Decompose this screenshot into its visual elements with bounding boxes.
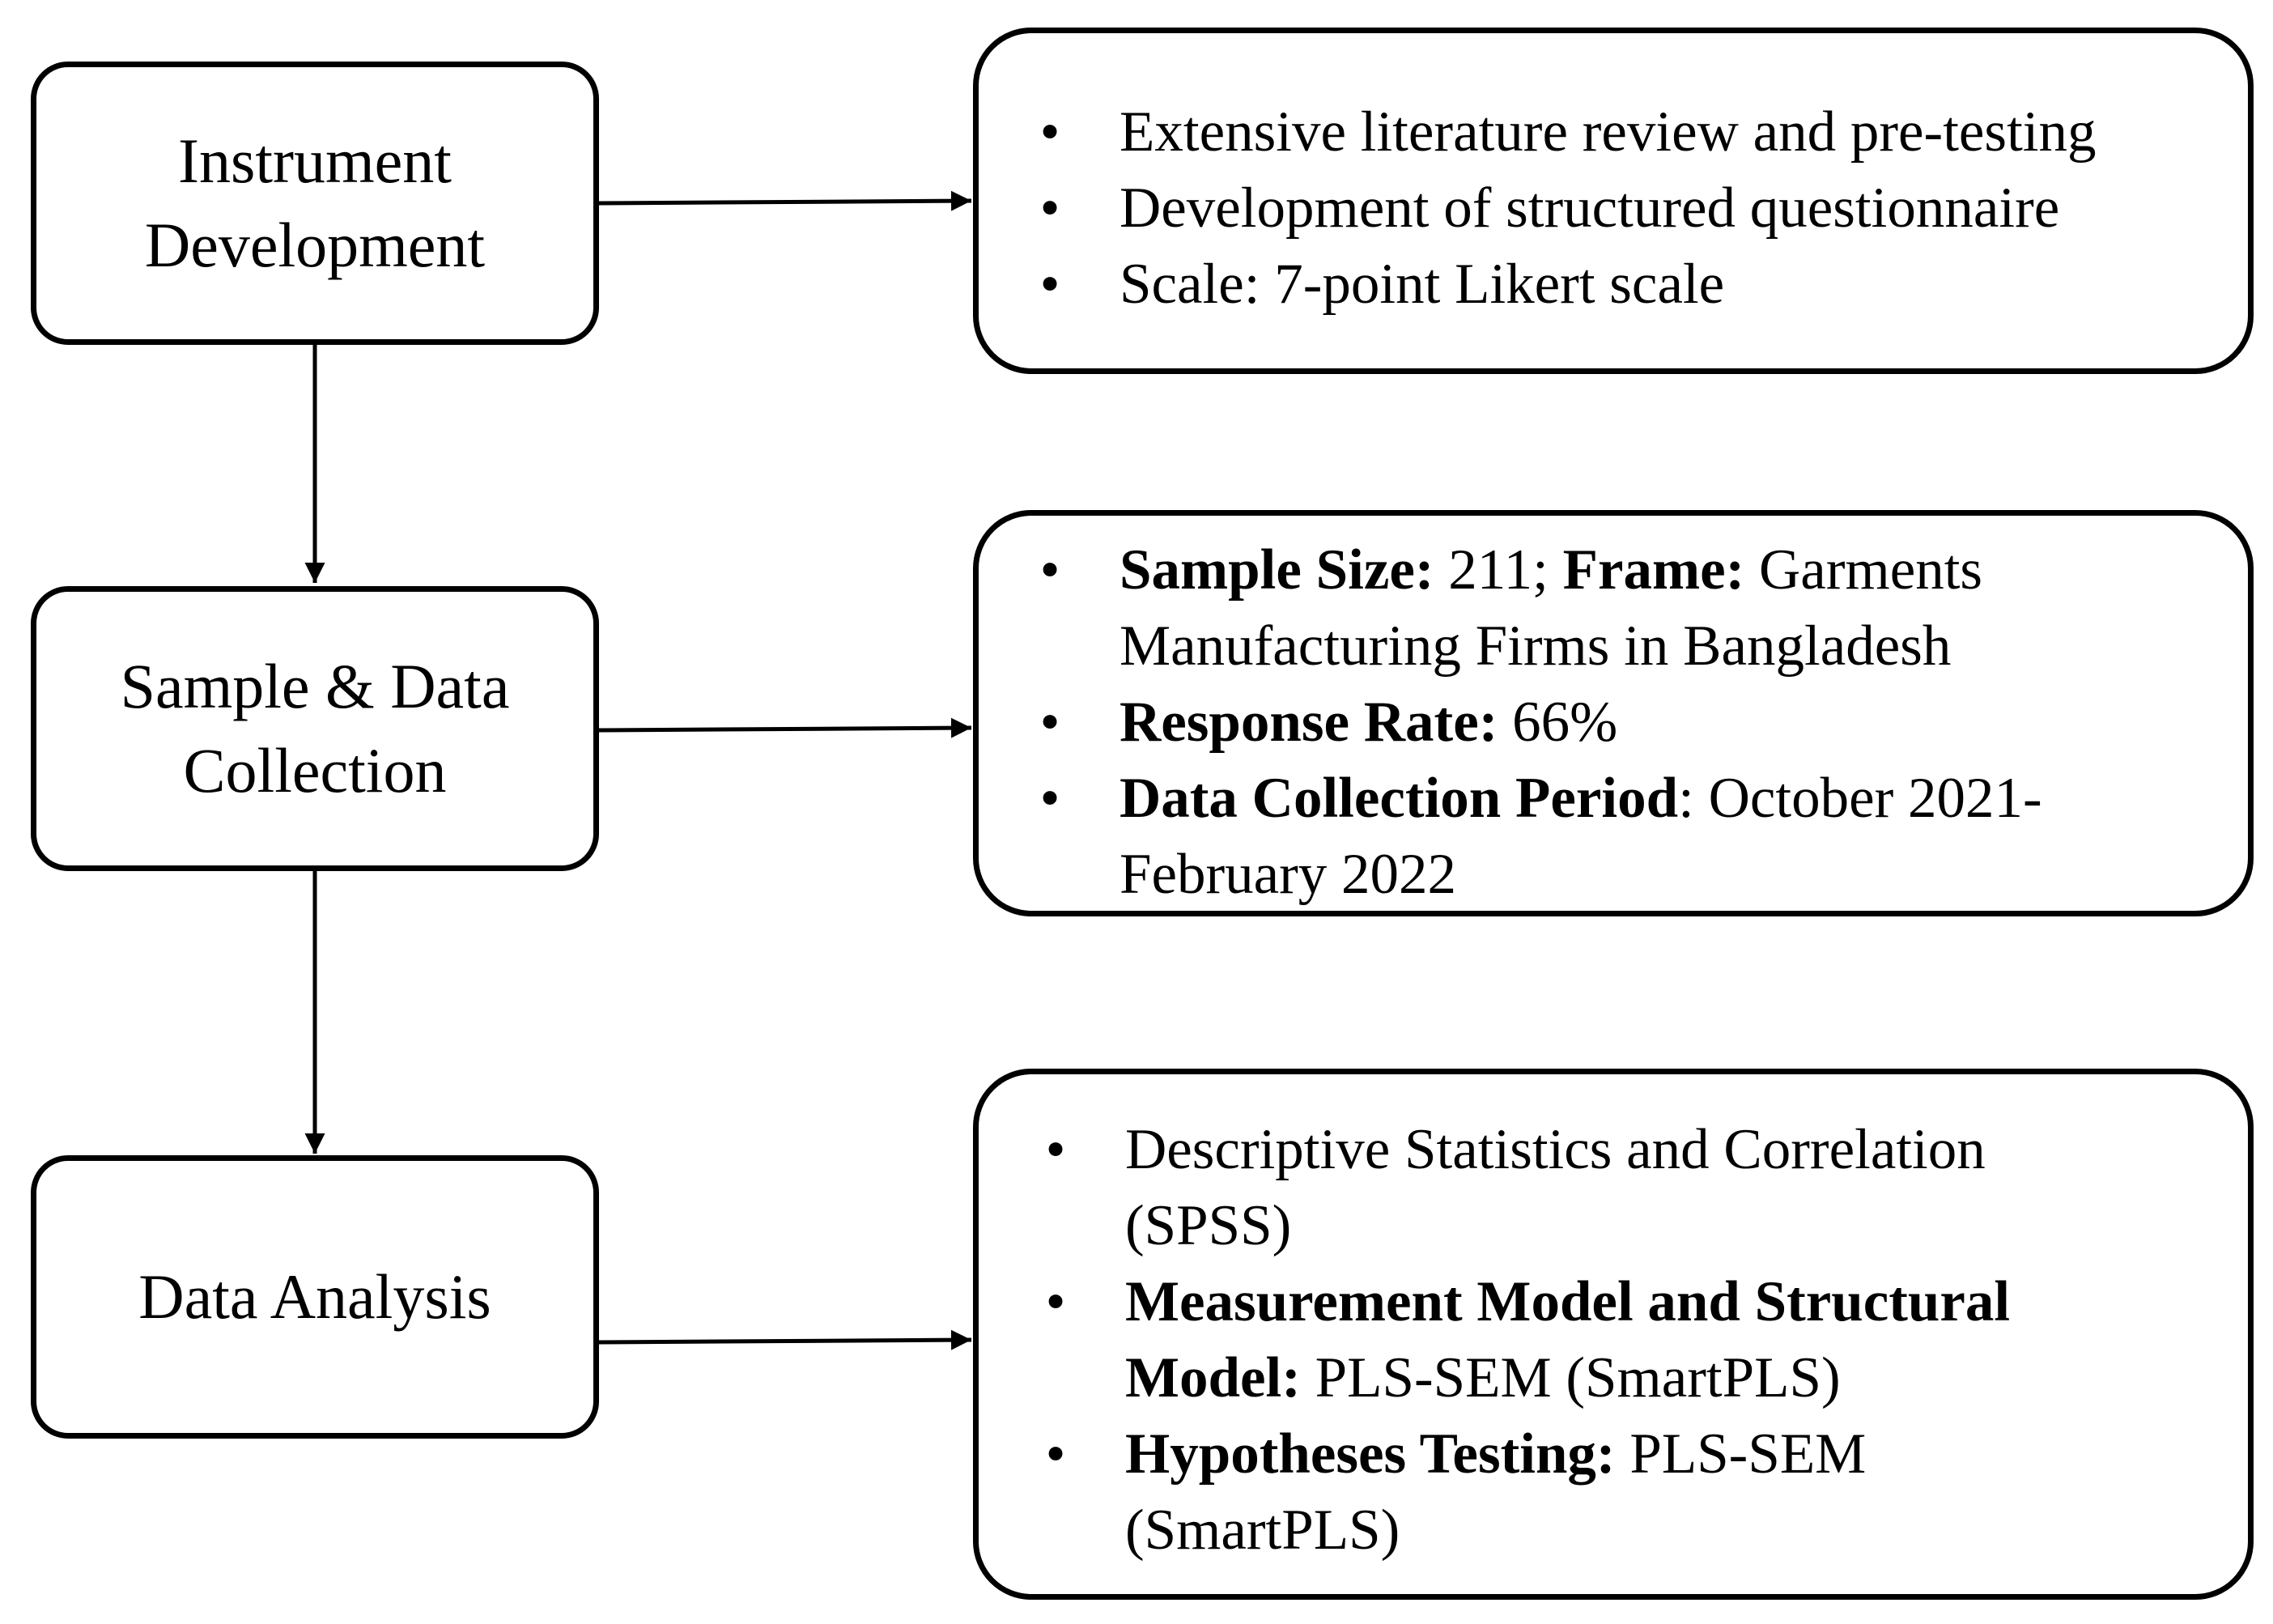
detail-list: • Sample Size: 211; Frame: Garments Manu… [1026,532,2126,912]
detail-text: Extensive literature review and pre-test… [1120,100,2097,164]
detail-text: Garments Manufacturing Firms in Banglade… [1120,538,1983,678]
bullet-icon: • [1039,253,1060,316]
detail-item: • Response Rate: 66% [1026,684,2126,760]
detail-item: • Measurement Model and Structural Model… [1031,1264,2084,1416]
detail-item: • Sample Size: 211; Frame: Garments Manu… [1026,532,2126,684]
detail-text: Development of structured questionnaire [1120,176,2060,240]
stage-title: Sample & Data Collection [120,651,510,806]
detail-box-sample-data-collection: • Sample Size: 211; Frame: Garments Manu… [973,510,2254,916]
bullet-icon: • [1039,100,1060,164]
detail-item: • Extensive literature review and pre-te… [1026,94,2240,170]
arrow-instrument-to-details [598,190,972,211]
detail-text: 211; [1434,538,1563,602]
detail-text: : October 2021-February 2022 [1120,767,2042,906]
bullet-icon: • [1039,538,1060,602]
detail-label-strong: Data Collection Period [1120,767,1679,830]
detail-item: • Hypotheses Testing: PLS-SEM (SmartPLS) [1031,1416,2084,1568]
stage-title: Data Analysis [138,1261,491,1332]
arrow-analysis-to-details [598,1329,972,1350]
detail-label-strong: Response Rate: [1120,691,1498,754]
stage-box-sample-data-collection: Sample & Data Collection [31,586,599,871]
detail-label-strong: Measurement Model and Structural Model: [1125,1270,2011,1409]
detail-text: Scale: 7-point Likert scale [1120,253,1725,316]
detail-label-strong: Hypotheses Testing: [1125,1422,1616,1486]
stage-box-instrument-development: Instrument Development [31,62,599,345]
stage-title: Instrument Development [144,125,486,280]
bullet-icon: • [1039,691,1060,754]
bullet-icon: • [1045,1270,1066,1333]
detail-item: • Data Collection Period: October 2021-F… [1026,760,2126,912]
detail-item: • Development of structured questionnair… [1026,170,2240,246]
detail-text: PLS-SEM (SmartPLS) [1300,1346,1841,1409]
detail-label-strong: Sample Size: [1120,538,1434,602]
stage-box-data-analysis: Data Analysis [31,1155,599,1439]
bullet-icon: • [1039,176,1060,240]
detail-list: • Extensive literature review and pre-te… [1026,94,2240,322]
arrow-sample-to-details [598,717,972,738]
detail-label-strong: Frame: [1562,538,1745,602]
detail-box-instrument-development: • Extensive literature review and pre-te… [973,28,2254,374]
detail-text: 66% [1498,691,1618,754]
detail-box-data-analysis: • Descriptive Statistics and Correlation… [973,1069,2254,1600]
detail-list: • Descriptive Statistics and Correlation… [1031,1112,2084,1568]
detail-item: • Scale: 7-point Likert scale [1026,246,2240,322]
detail-item: • Descriptive Statistics and Correlation… [1031,1112,2084,1264]
detail-text: PLS-SEM (SmartPLS) [1125,1422,1867,1562]
bullet-icon: • [1045,1118,1066,1181]
detail-text: Descriptive Statistics and Correlation (… [1125,1118,1986,1257]
bullet-icon: • [1045,1422,1066,1486]
bullet-icon: • [1039,767,1060,830]
